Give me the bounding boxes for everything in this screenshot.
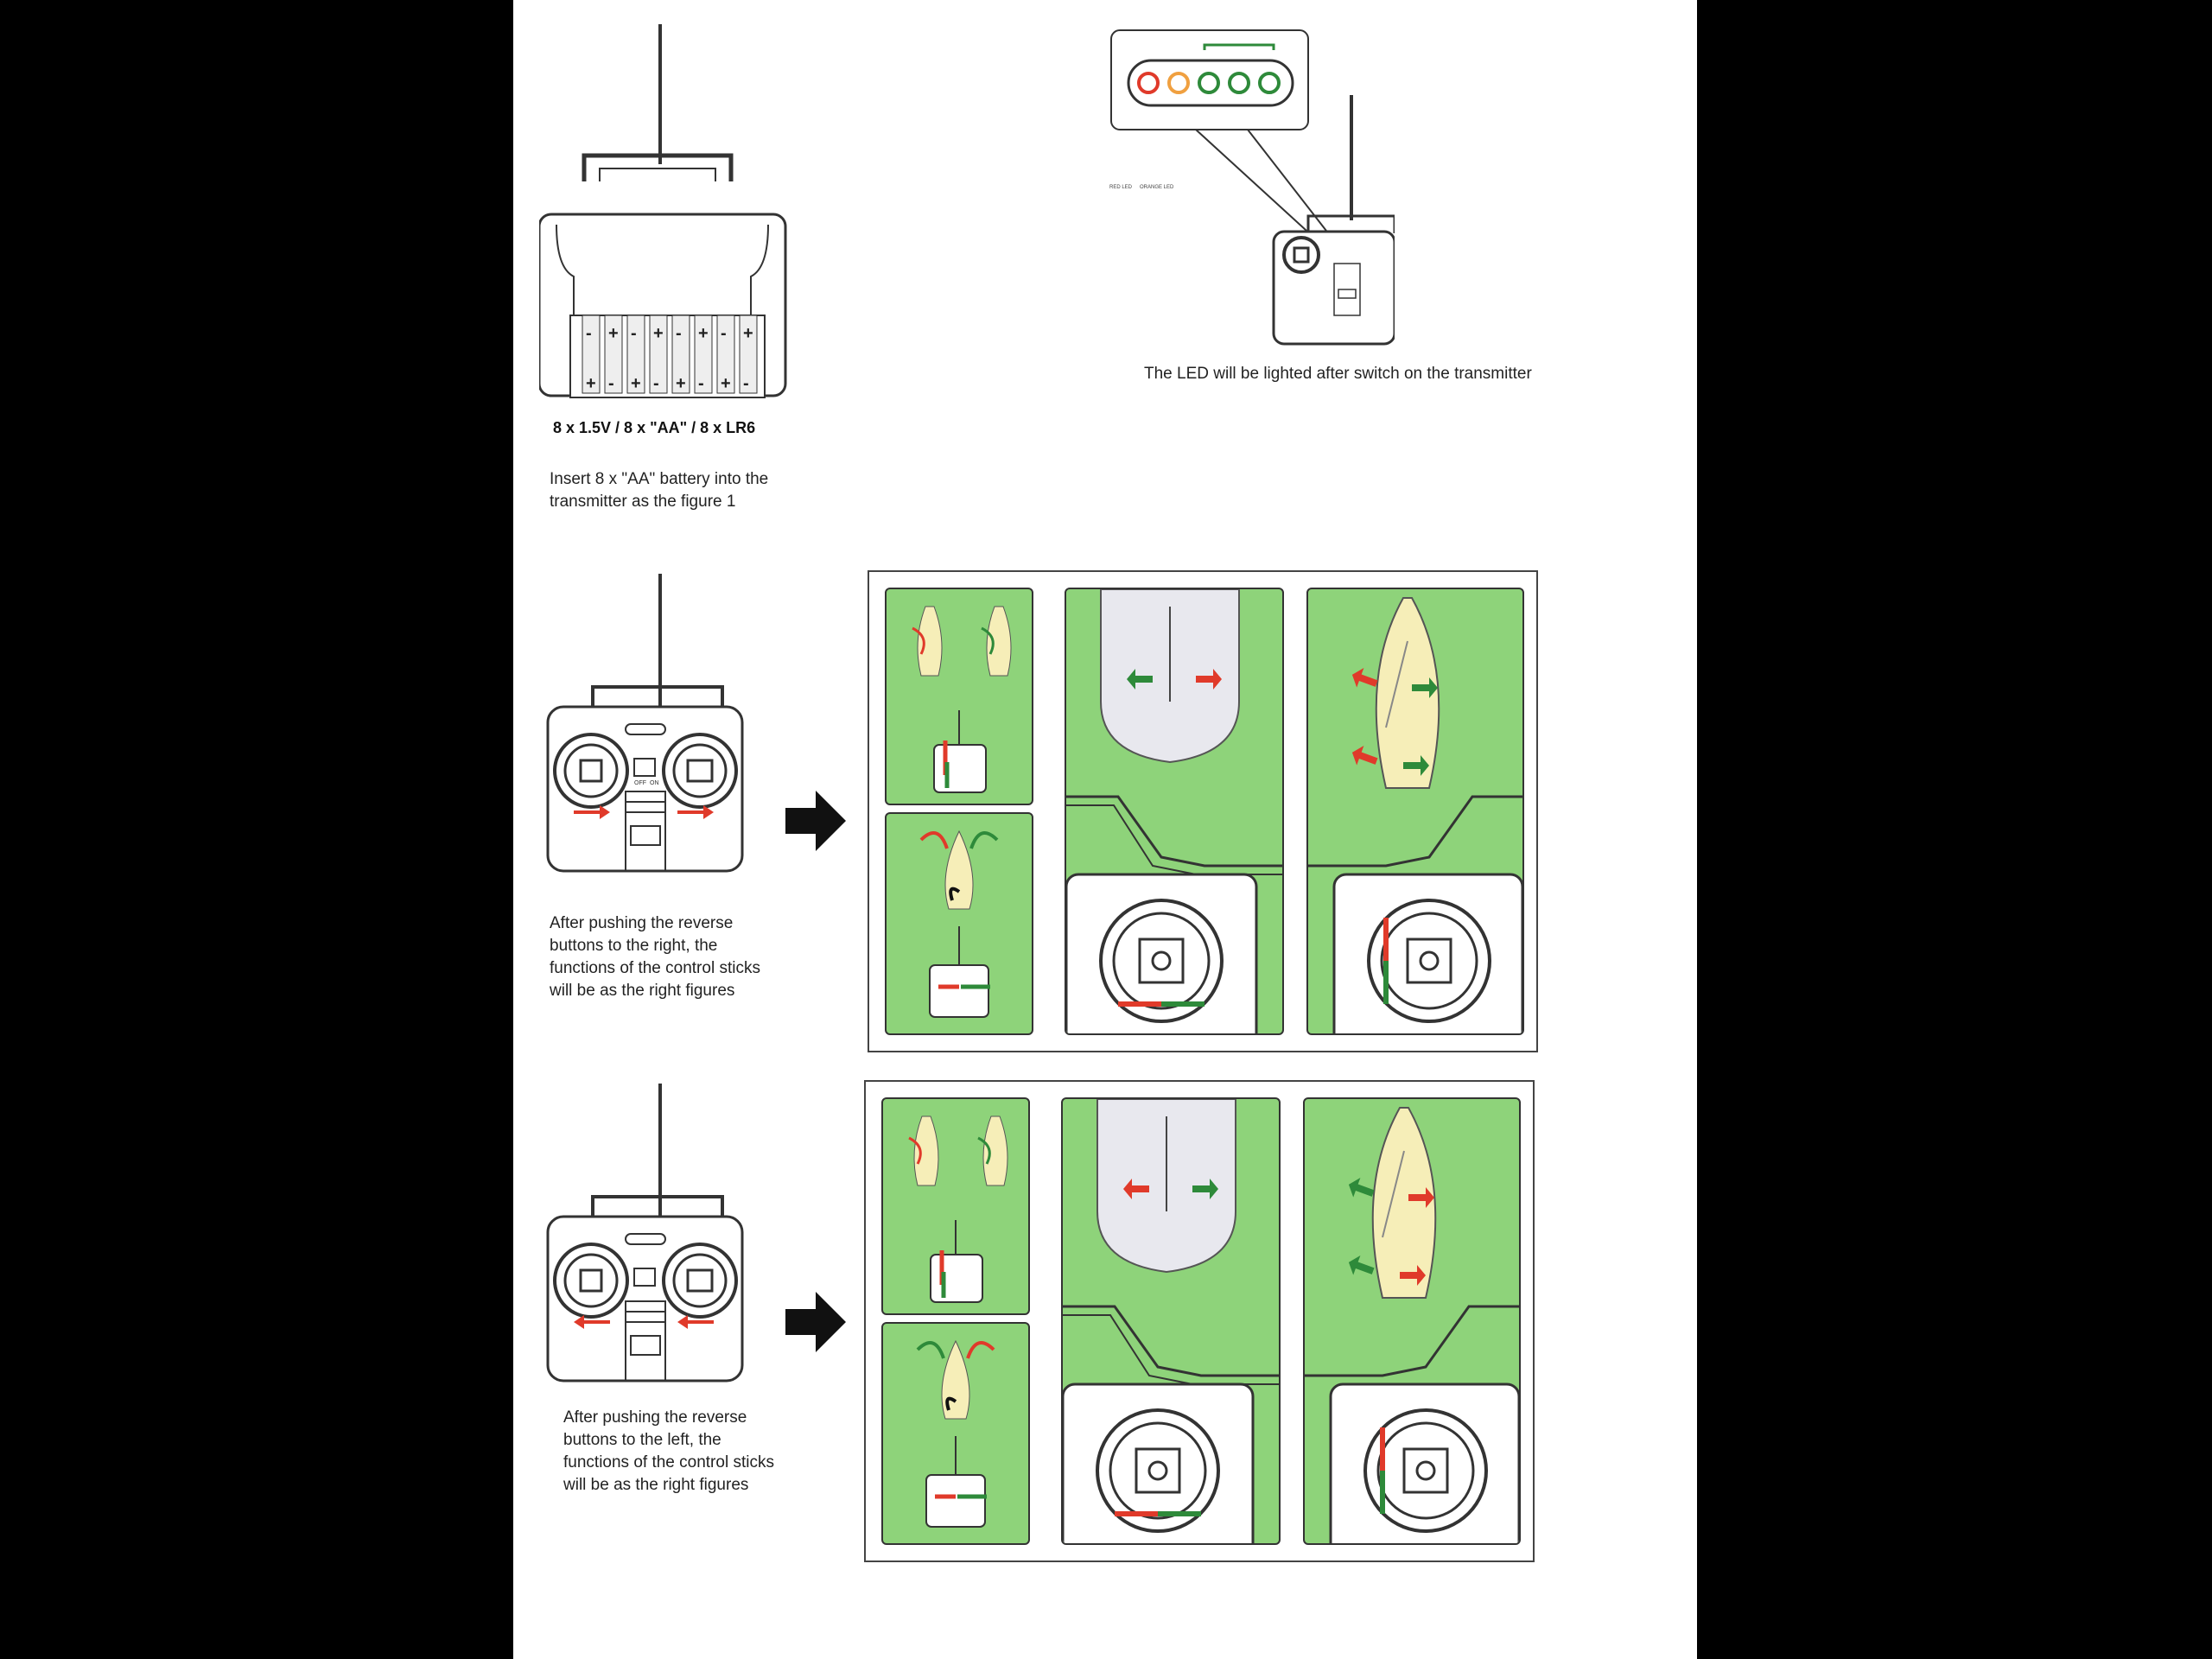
boat-hull-icon <box>908 1116 1008 1303</box>
svg-text:-: - <box>698 374 704 393</box>
arrow-right-icon <box>785 791 846 851</box>
svg-text:+: + <box>676 374 686 393</box>
led-caption: The LED will be lighted after switch on … <box>1144 365 1532 383</box>
svg-text:+: + <box>698 324 709 343</box>
svg-text:-: - <box>743 374 749 393</box>
svg-text:-: - <box>676 324 682 343</box>
led-indicator-icon <box>1110 29 1395 346</box>
boat-rudder-panel <box>1306 588 1524 1035</box>
svg-text:-: - <box>721 324 727 343</box>
svg-text:+: + <box>586 374 596 393</box>
transmitter-icon <box>546 1084 744 1382</box>
boat-turn-panel <box>885 812 1033 1035</box>
orange-led-label: ORANGE LED <box>1140 185 1174 190</box>
svg-text:-: - <box>586 324 592 343</box>
boat-direction-panel <box>881 1097 1030 1315</box>
boat-hull-icon <box>912 606 1012 793</box>
battery-instruction-line1: Insert 8 x "AA" battery into the <box>550 470 769 488</box>
battery-spec-label: 8 x 1.5V / 8 x "AA" / 8 x LR6 <box>553 419 756 436</box>
red-led-label: RED LED <box>1109 185 1133 190</box>
svg-text:-: - <box>653 374 659 393</box>
off-label: OFF <box>634 780 646 786</box>
manual-page: - + - + - + - + + - + - + - + - 8 x 1.5V… <box>513 0 1697 1659</box>
svg-text:-: - <box>608 374 614 393</box>
transmitter-icon: OFF ON <box>546 574 744 873</box>
control-stick-icon <box>1066 589 1282 1033</box>
reverse-right-line3: functions of the control sticks <box>550 959 760 977</box>
svg-text:+: + <box>631 374 641 393</box>
arrow-right-icon <box>785 1292 846 1352</box>
reverse-left-line3: functions of the control sticks <box>563 1453 774 1471</box>
stick-rudder-panel <box>1065 588 1284 1035</box>
reverse-right-line2: buttons to the right, the <box>550 937 718 955</box>
reverse-right-figure-panel <box>868 570 1538 1052</box>
svg-text:-: - <box>631 324 637 343</box>
reverse-left-line4: will be as the right figures <box>563 1476 749 1494</box>
svg-text:+: + <box>721 374 731 393</box>
svg-text:+: + <box>653 324 664 343</box>
control-stick-icon <box>1063 1099 1279 1543</box>
reverse-left-line1: After pushing the reverse <box>563 1408 747 1427</box>
on-label: ON <box>650 780 659 786</box>
reverse-right-line1: After pushing the reverse <box>550 914 734 932</box>
boat-rudder-panel <box>1303 1097 1521 1545</box>
reverse-left-figure-panel <box>864 1080 1535 1562</box>
stick-rudder-panel <box>1061 1097 1281 1545</box>
reverse-left-line2: buttons to the left, the <box>563 1431 721 1449</box>
svg-text:+: + <box>608 324 619 343</box>
boat-direction-panel <box>885 588 1033 805</box>
boat-turn-panel <box>881 1322 1030 1545</box>
svg-text:+: + <box>743 324 753 343</box>
reverse-right-line4: will be as the right figures <box>550 982 735 1000</box>
battery-instruction-line2: transmitter as the figure 1 <box>550 493 736 511</box>
transmitter-battery-icon: - + - + - + - + + - + - + - + - <box>539 24 787 398</box>
battery-pack-icon: - + - + - + - + + - + - + - + - <box>582 315 758 394</box>
